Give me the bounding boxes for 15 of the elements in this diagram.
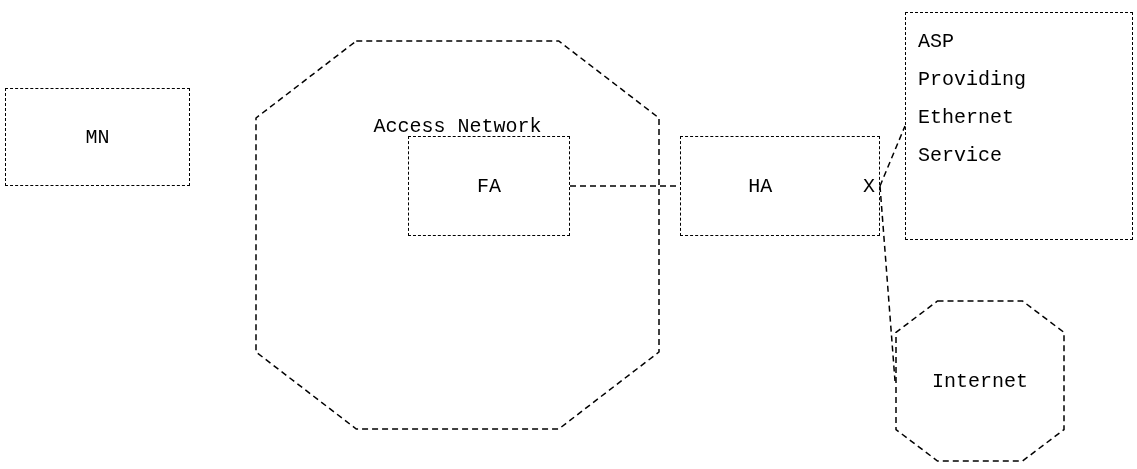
entity-box (408, 136, 570, 236)
entity-box (680, 136, 880, 236)
entity-box (5, 88, 190, 186)
node-label: FA (477, 174, 501, 198)
node-label: Internet (932, 369, 1028, 393)
network-cloud (255, 40, 660, 430)
junction-mark: X (863, 174, 875, 198)
service-box (905, 12, 1133, 240)
node-label: ASP Providing Ethernet Service (918, 29, 1028, 169)
node-label: Access Network (373, 115, 542, 138)
connector-line (879, 125, 906, 187)
network-cloud (895, 300, 1065, 462)
connector-line (879, 185, 896, 382)
node-label: HA (748, 174, 773, 198)
node-label: MN (85, 125, 110, 149)
